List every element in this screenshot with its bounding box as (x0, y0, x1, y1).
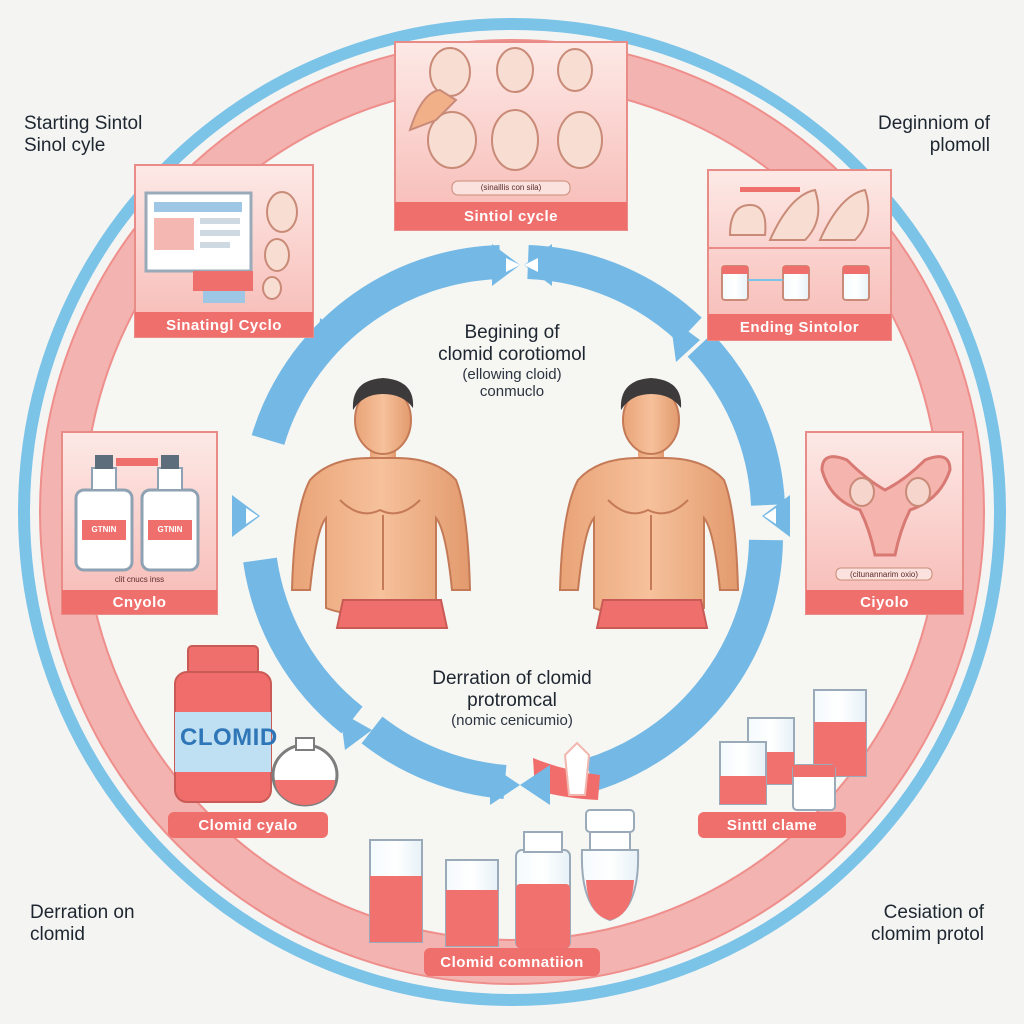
clomid-jar (168, 645, 339, 838)
center-bottom-text: Derration of clomid protromcal (nomic ce… (432, 668, 592, 729)
bottle-label-left: GTNIN (91, 525, 117, 534)
panel-top-left (134, 164, 314, 338)
panel-mid-right-caption: (citunannarim oxio) (849, 570, 919, 579)
panel-top-center (394, 41, 628, 231)
panel-top-center-title: Sintiol cycle (463, 208, 559, 225)
figure-right (558, 378, 740, 629)
panel-top-right (707, 169, 892, 341)
panel-mid-right (805, 431, 964, 615)
panel-bottom-left-title: Clomid cyalo (198, 817, 298, 834)
panel-mid-left (61, 431, 218, 615)
label-top-left: Starting Sintol Sinol cyle (24, 113, 143, 156)
panel-top-center-caption: (sinaillis con sila) (480, 183, 542, 192)
outer-blue-ring (18, 18, 1006, 1006)
panel-mid-left-title: Cnyolo (112, 594, 167, 611)
label-bottom-right: Cesiation of clomim protol (871, 902, 984, 945)
label-top-right: Deginniom of plomoll (878, 113, 990, 156)
label-bottom-left: Derration on clomid (30, 902, 135, 945)
bottle-label-right: GTNIN (157, 525, 183, 534)
panel-bottom-center-title: Clomid comnatiion (440, 954, 584, 971)
glasses-row (369, 809, 640, 976)
panel-mid-right-title: Ciyolo (860, 594, 909, 611)
panel-mid-left-caption: clit cnucs inss (114, 575, 165, 584)
panel-top-right-title: Ending Sintolor (739, 319, 860, 336)
panel-top-left-title: Sinatingl Cyclo (166, 317, 282, 334)
figure-left (290, 378, 472, 629)
panel-bottom-right-title: Sinttl clame (726, 817, 818, 834)
center-top-text: Begining of clomid corotiomol (ellowing … (438, 322, 586, 400)
jar-label: CLOMID (180, 724, 278, 751)
glasses-group (698, 689, 867, 838)
